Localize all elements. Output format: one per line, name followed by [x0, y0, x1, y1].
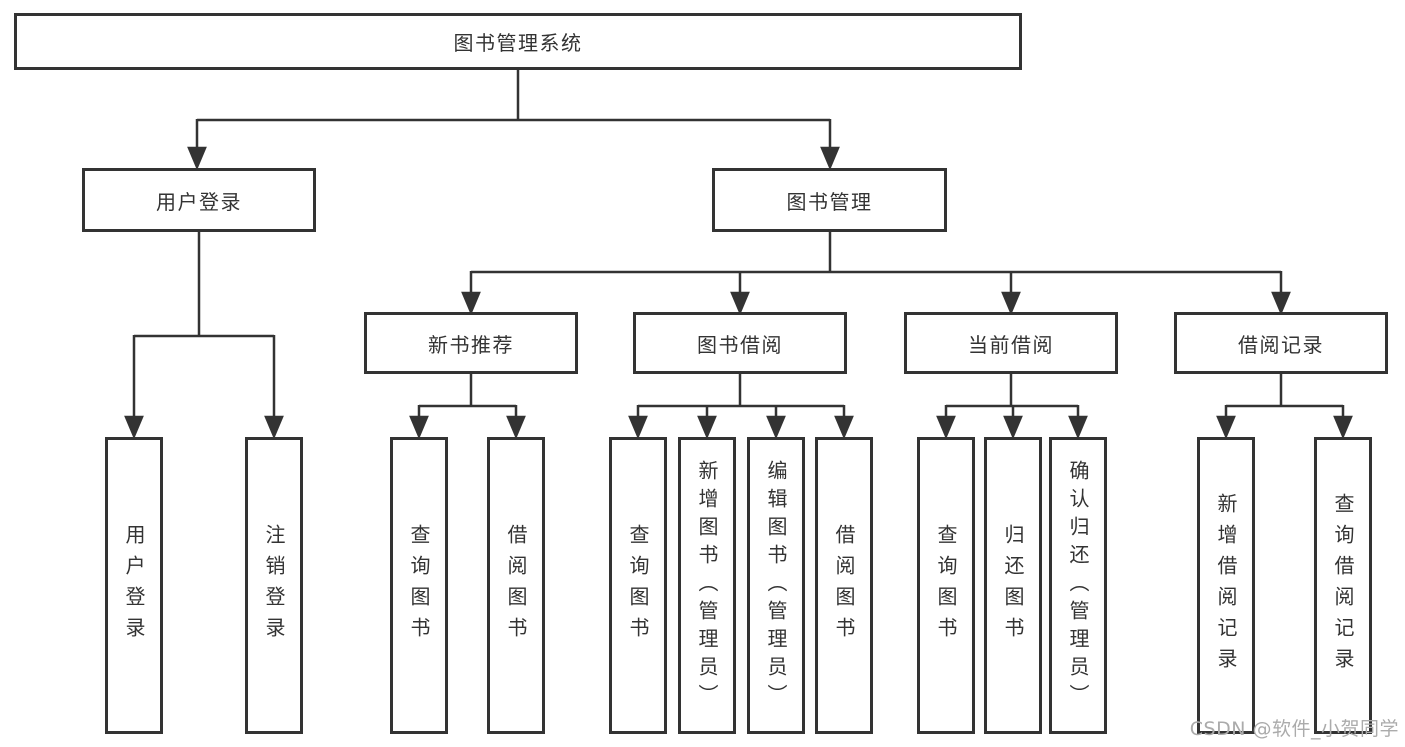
node-leaf-user-login-label: 用户登录	[122, 523, 146, 648]
connector-new-book-rec-to-leaves	[409, 373, 526, 440]
node-borrow-records: 借阅记录	[1174, 312, 1388, 374]
connector-current-borrow-to-leaves	[936, 373, 1088, 440]
node-leaf-add-record: 新增借阅记录	[1197, 437, 1255, 734]
node-leaf-user-login: 用户登录	[105, 437, 163, 734]
node-leaf-edit-book: 编辑图书（管理员）	[747, 437, 805, 734]
node-leaf-add-record-label: 新增借阅记录	[1214, 492, 1238, 679]
node-borrow-records-label: 借阅记录	[1238, 332, 1324, 357]
node-leaf-return-book: 归还图书	[984, 437, 1042, 734]
watermark: CSDN @软件_小贺同学	[1189, 718, 1399, 740]
connector-borrow-records-to-leaves	[1216, 373, 1353, 440]
connector-book-mgmt-to-level3	[461, 231, 1291, 316]
node-leaf-confirm-return-label: 确认归还（管理员）	[1066, 459, 1090, 712]
node-book-borrow: 图书借阅	[633, 312, 847, 374]
connector-user-login-to-leaves	[124, 231, 284, 440]
node-leaf-borrow-book-borrow-label: 借阅图书	[832, 523, 856, 648]
node-leaf-query-book-borrow: 查询图书	[609, 437, 667, 734]
node-book-mgmt-label: 图书管理	[786, 189, 873, 214]
node-book-borrow-label: 图书借阅	[697, 332, 783, 357]
node-leaf-edit-book-label: 编辑图书（管理员）	[764, 459, 788, 712]
node-root: 图书管理系统	[14, 13, 1022, 70]
node-user-login-label: 用户登录	[156, 189, 242, 214]
node-leaf-query-book-newrec: 查询图书	[390, 437, 448, 734]
node-leaf-borrow-book-newrec-label: 借阅图书	[504, 523, 528, 648]
node-leaf-query-book-current: 查询图书	[917, 437, 975, 734]
node-leaf-borrow-book-borrow: 借阅图书	[815, 437, 873, 734]
node-new-book-rec: 新书推荐	[364, 312, 578, 374]
node-leaf-query-book-newrec-label: 查询图书	[407, 523, 431, 648]
node-leaf-query-book-borrow-label: 查询图书	[626, 523, 650, 648]
node-leaf-add-book-label: 新增图书（管理员）	[695, 459, 719, 712]
node-user-login: 用户登录	[82, 168, 316, 232]
node-leaf-return-book-label: 归还图书	[1001, 523, 1025, 648]
node-new-book-rec-label: 新书推荐	[428, 332, 514, 357]
node-leaf-query-record-label: 查询借阅记录	[1331, 492, 1355, 679]
connector-root-to-level2	[187, 69, 840, 171]
node-book-mgmt: 图书管理	[712, 168, 947, 232]
node-leaf-query-record: 查询借阅记录	[1314, 437, 1372, 734]
node-current-borrow-label: 当前借阅	[968, 332, 1054, 357]
node-leaf-confirm-return: 确认归还（管理员）	[1049, 437, 1107, 734]
node-leaf-borrow-book-newrec: 借阅图书	[487, 437, 545, 734]
node-current-borrow: 当前借阅	[904, 312, 1118, 374]
node-leaf-logout-label: 注销登录	[262, 523, 286, 648]
connector-book-borrow-to-leaves	[628, 373, 854, 440]
node-root-label: 图书管理系统	[453, 31, 583, 55]
node-leaf-logout: 注销登录	[245, 437, 303, 734]
node-leaf-add-book: 新增图书（管理员）	[678, 437, 736, 734]
node-leaf-query-book-current-label: 查询图书	[934, 523, 958, 648]
